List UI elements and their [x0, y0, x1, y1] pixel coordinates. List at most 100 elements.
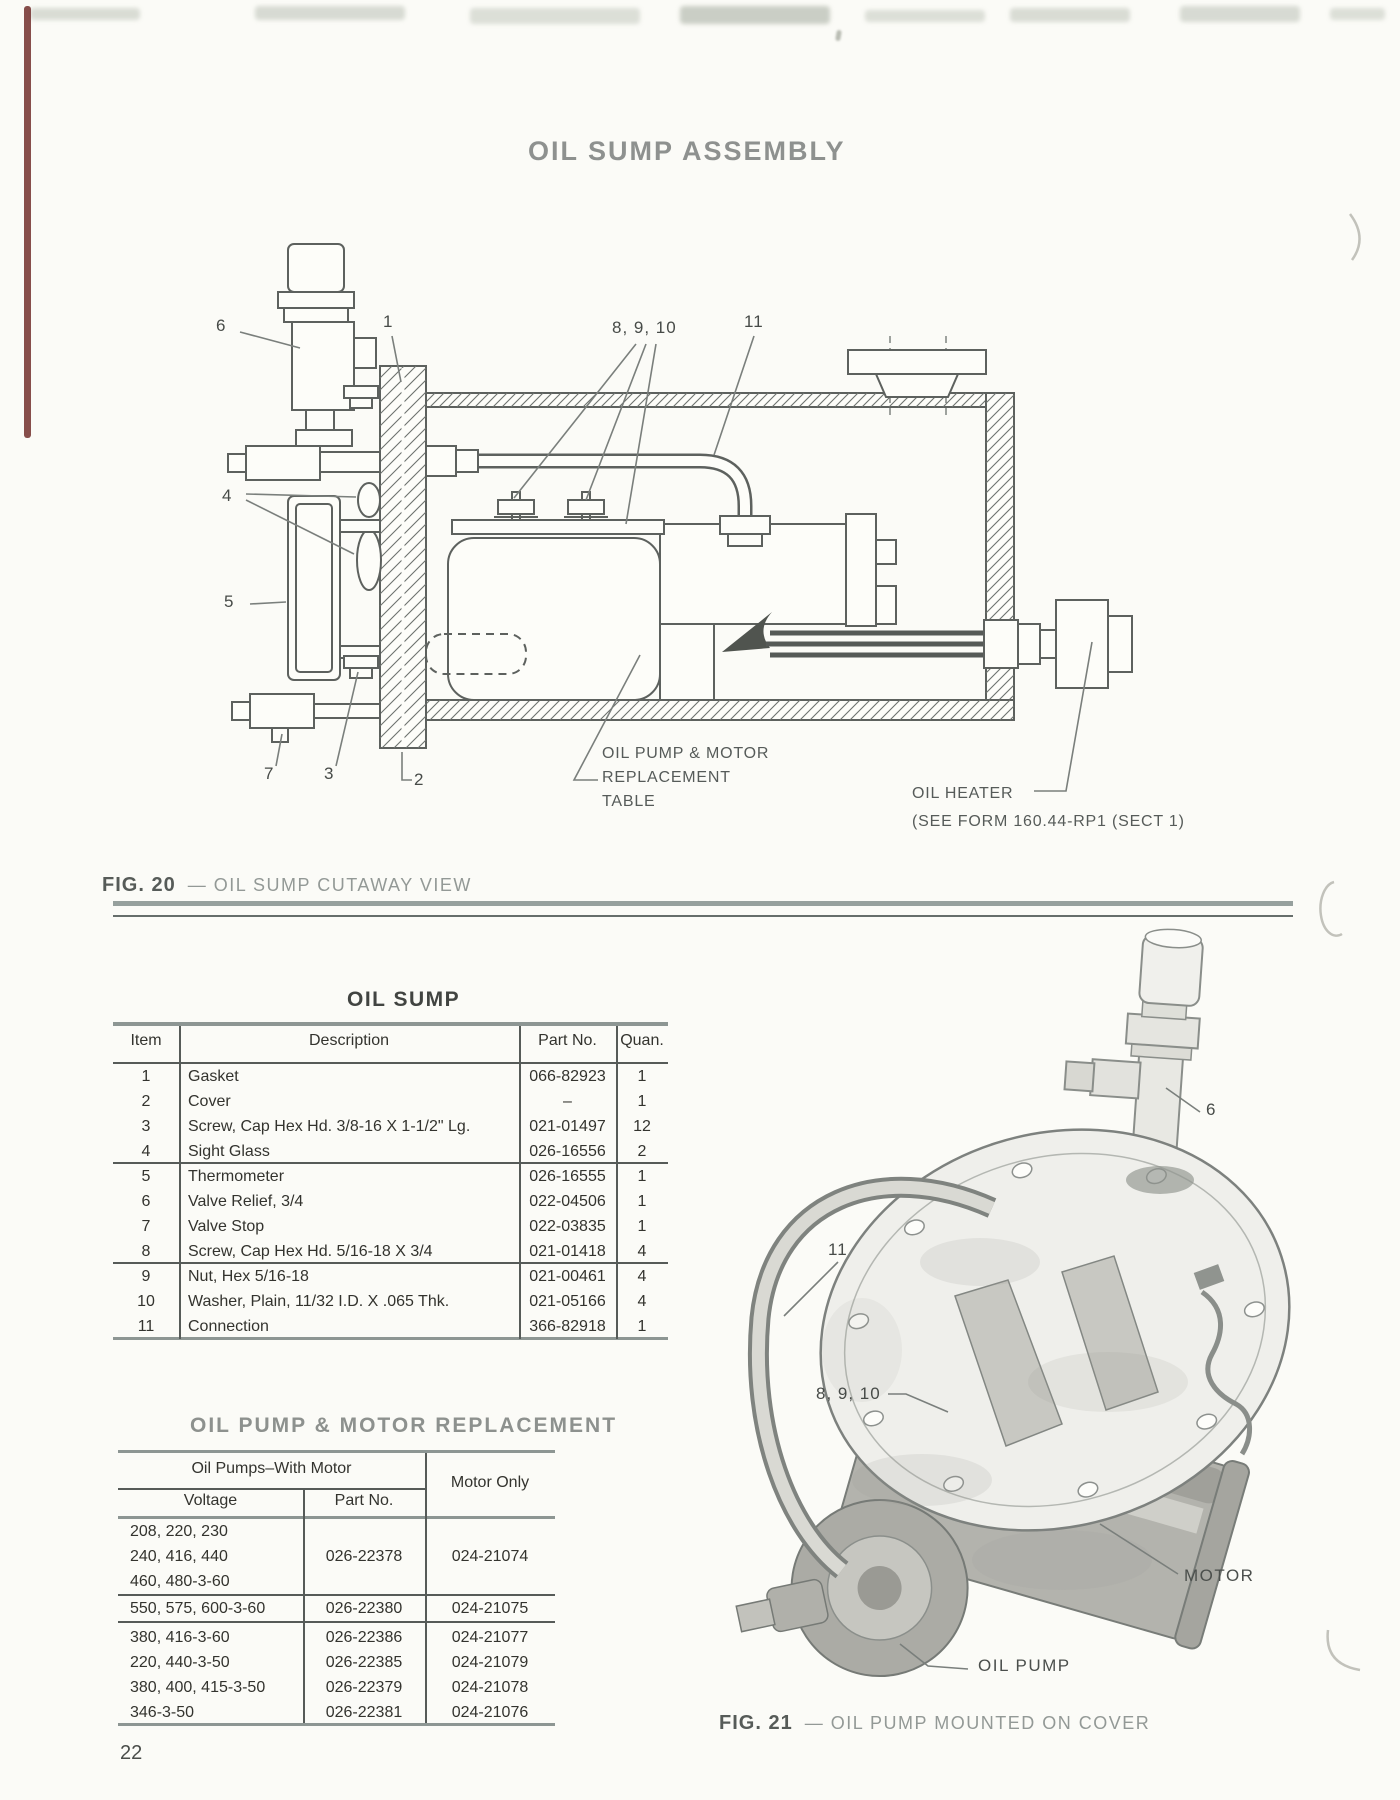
cell-description: Screw, Cap Hex Hd. 5/16-18 X 3/4	[188, 1243, 433, 1260]
cell-motor-only: 024-21077	[451, 1628, 529, 1646]
cell-voltage: 220, 440-3-50	[118, 1650, 303, 1675]
cell-quan: 1	[637, 1093, 647, 1110]
fig21-callout-6: 6	[1206, 1100, 1217, 1119]
cell-description: Valve Stop	[188, 1218, 265, 1235]
cell-motor-only: 024-21078	[451, 1678, 529, 1696]
cell-quan: 1	[637, 1318, 647, 1335]
fig20-callout-3: 3	[324, 764, 335, 783]
note-line: TABLE	[602, 793, 656, 810]
voltage-line: 380, 416-3-60	[130, 1629, 230, 1646]
fig21-oil-pump-photo-drawing	[735, 928, 1291, 1678]
cell-item: 7	[141, 1218, 151, 1235]
cell-motor-only: 024-21074	[451, 1547, 529, 1565]
fig20-oil-sump-cutaway-drawing	[227, 243, 1133, 749]
table-row: 2 Cover – 1	[113, 1089, 668, 1114]
fig20-callout-1: 1	[383, 312, 394, 331]
divider	[113, 1262, 668, 1264]
cell-description: Connection	[188, 1318, 269, 1335]
table-row: 346-3-50 026-22381 024-21076	[118, 1700, 555, 1725]
cell-item: 6	[141, 1193, 151, 1210]
fig21-caption-number: FIG. 21	[719, 1712, 793, 1734]
column-header-oil-pumps-with-motor: Oil Pumps–With Motor	[191, 1460, 352, 1477]
fig20-note-oil-heater: OIL HEATER (SEE FORM 160.44-RP1 (SECT 1)	[912, 780, 1185, 836]
divider	[519, 1026, 521, 1339]
cell-voltage: 380, 416-3-60	[118, 1625, 303, 1650]
voltage-line: 346-3-50	[130, 1704, 195, 1721]
cell-item: 4	[141, 1143, 151, 1160]
cell-item: 8	[141, 1243, 151, 1260]
note-line: REPLACEMENT	[602, 769, 731, 786]
table-row: 550, 575, 600-3-60 026-22380 024-21075	[118, 1596, 555, 1621]
column-header-part-no: Part No.	[538, 1032, 597, 1049]
cell-motor-only: 024-21079	[451, 1653, 529, 1671]
table-row: 208, 220, 230 240, 416, 440 460, 480-3-6…	[118, 1519, 555, 1594]
page-number: 22	[120, 1742, 143, 1764]
fig20-note-pump-table: OIL PUMP & MOTOR REPLACEMENT TABLE	[602, 742, 769, 814]
cell-voltage: 346-3-50	[118, 1700, 303, 1725]
note-line: OIL PUMP & MOTOR	[602, 745, 770, 762]
column-header-voltage: Voltage	[183, 1492, 238, 1509]
cell-part-no: 066-82923	[529, 1068, 606, 1085]
cell-part-no: 021-01497	[529, 1118, 606, 1135]
table-row: 220, 440-3-50 026-22385 024-21079	[118, 1650, 555, 1675]
margin-binding-stripe	[24, 6, 31, 438]
page-title: OIL SUMP ASSEMBLY	[528, 136, 846, 166]
cell-description: Washer, Plain, 11/32 I.D. X .065 Thk.	[188, 1293, 450, 1310]
note-line: OIL HEATER	[912, 785, 1014, 802]
column-header-quan: Quan.	[620, 1032, 664, 1049]
column-header-part-no: Part No.	[334, 1492, 394, 1509]
cell-voltage: 208, 220, 230 240, 416, 440 460, 480-3-6…	[118, 1519, 303, 1594]
fig20-callout-2: 2	[414, 770, 425, 789]
note-line: (SEE FORM 160.44-RP1 (SECT 1)	[912, 813, 1185, 830]
cell-quan: 1	[637, 1193, 647, 1210]
voltage-line: 208, 220, 230	[130, 1523, 228, 1540]
cell-item: 1	[141, 1068, 151, 1085]
cell-quan: 12	[633, 1118, 651, 1135]
divider	[118, 1516, 555, 1519]
cell-part-no: 026-22381	[325, 1703, 403, 1721]
cell-part-no: 366-82918	[529, 1318, 606, 1335]
fig20-caption: FIG. 20 — OIL SUMP CUTAWAY VIEW	[102, 874, 472, 897]
cell-part-no: 026-22378	[325, 1547, 403, 1565]
fig21-caption: FIG. 21 — OIL PUMP MOUNTED ON COVER	[719, 1712, 1150, 1735]
column-header-item: Item	[130, 1032, 162, 1049]
cell-description: Cover	[188, 1093, 231, 1110]
oil-sump-table-title: OIL SUMP	[347, 988, 461, 1011]
pump-replacement-table: Oil Pumps–With Motor Voltage Part No. Mo…	[118, 1450, 555, 1730]
cell-quan: 2	[637, 1143, 647, 1160]
cell-part-no: 022-03835	[529, 1218, 606, 1235]
voltage-line: 240, 416, 440	[130, 1548, 228, 1565]
cell-part-no: 021-00461	[529, 1268, 606, 1285]
pump-replacement-table-title: OIL PUMP & MOTOR REPLACEMENT	[190, 1414, 618, 1437]
cell-item: 2	[141, 1093, 151, 1110]
cell-part-no: 026-16555	[529, 1168, 606, 1185]
section-divider-rule	[113, 901, 1293, 917]
cell-description: Valve Relief, 3/4	[188, 1193, 304, 1210]
divider	[179, 1026, 181, 1339]
cell-item: 5	[141, 1168, 151, 1185]
cell-quan: 4	[637, 1268, 647, 1285]
fig21-callout-8-9-10: 8, 9, 10	[816, 1384, 881, 1403]
column-header-description: Description	[308, 1032, 390, 1049]
cell-motor-only: 024-21075	[451, 1599, 529, 1617]
divider	[118, 1450, 555, 1453]
divider	[118, 1723, 555, 1726]
divider	[113, 1337, 668, 1340]
fig20-callout-8-9-10: 8, 9, 10	[612, 318, 677, 337]
divider	[425, 1453, 427, 1723]
fig20-leader-lines	[239, 331, 1093, 792]
cell-part-no: –	[563, 1093, 572, 1110]
cell-part-no: 026-16556	[529, 1143, 606, 1160]
cell-item: 9	[141, 1268, 151, 1285]
cell-quan: 4	[637, 1243, 647, 1260]
cell-item: 10	[137, 1293, 155, 1310]
cell-quan: 4	[637, 1293, 647, 1310]
